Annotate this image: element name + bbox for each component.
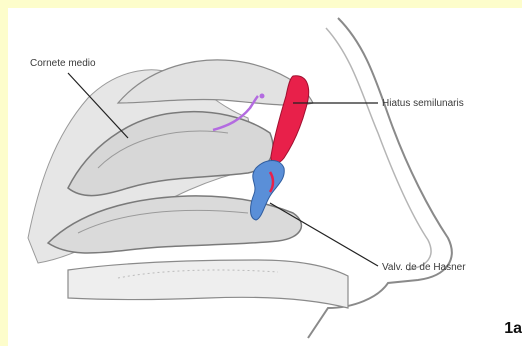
label-cornete-medio: Cornete medio [30, 58, 96, 69]
label-hiatus-semilunaris: Hiatus semilunaris [382, 98, 464, 109]
upper-turbinate [118, 60, 313, 105]
purple-dot [260, 94, 265, 99]
nasal-cavity-diagram: Cornete medio Hiatus semilunaris Valv. d… [8, 8, 522, 346]
palate [68, 260, 348, 308]
nasal-inner-wall [326, 28, 431, 270]
label-valvula-hasner: Valv. de de Hasner [382, 262, 466, 273]
nasal-anatomy-illustration: Cornete medio Hiatus semilunaris Valv. d… [8, 8, 522, 346]
figure-number: 1a [504, 320, 522, 338]
